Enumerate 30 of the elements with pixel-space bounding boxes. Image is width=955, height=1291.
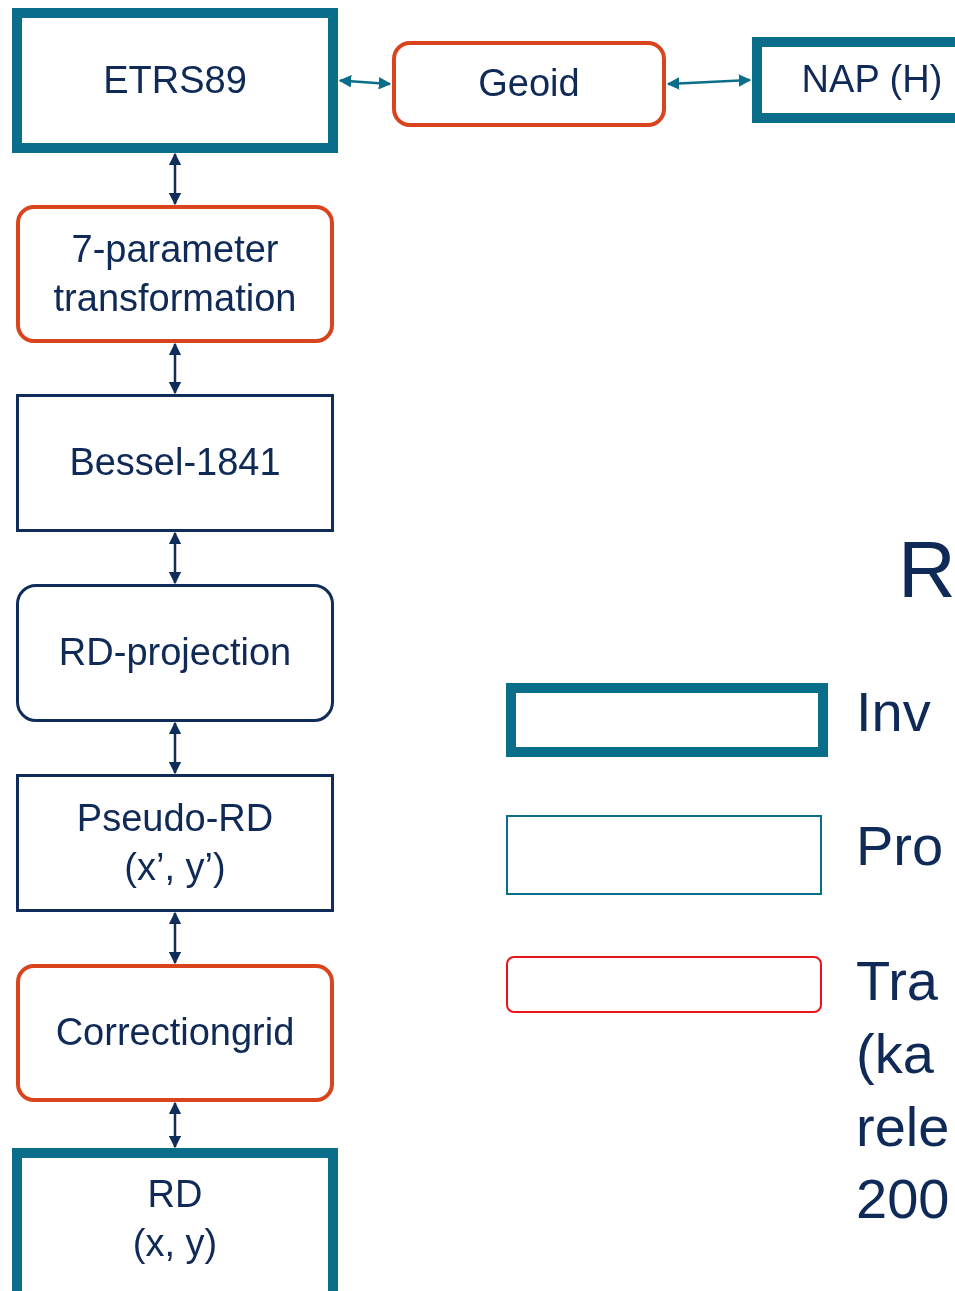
reference-system-box (752, 37, 955, 123)
node-label: Correctiongrid (55, 1010, 295, 1056)
legend-label: Inv (856, 679, 932, 745)
transformation-box (16, 964, 334, 1102)
transformation-box (392, 41, 666, 127)
heading-text: R (898, 530, 955, 610)
reference-system-box (12, 8, 338, 153)
double-arrow (168, 721, 182, 775)
double-arrow (168, 342, 182, 395)
double-arrow (168, 152, 182, 206)
node-label: RD-projection (58, 630, 292, 676)
legend-label: Tra (ka rele 200 (856, 948, 951, 1233)
process-box (16, 394, 334, 532)
node-label: NAP (H) (801, 57, 943, 103)
process-box (16, 774, 334, 912)
node-label: Bessel-1841 (69, 440, 281, 486)
node-label: RD (x, y) (131, 1171, 219, 1266)
double-arrow (666, 74, 752, 90)
node-label: Geoid (478, 61, 580, 107)
double-arrow (168, 1101, 182, 1149)
process-box (16, 584, 334, 722)
double-arrow (338, 75, 392, 90)
double-arrow (168, 911, 182, 965)
legend-label: Pro (856, 813, 945, 879)
reference-system-box (12, 1148, 338, 1291)
transformation-box (16, 205, 334, 343)
node-label: 7-parameter transformation (52, 226, 298, 321)
node-label: ETRS89 (103, 57, 247, 103)
double-arrow (168, 531, 182, 585)
node-label: Pseudo-RD (x’, y’) (75, 795, 275, 890)
